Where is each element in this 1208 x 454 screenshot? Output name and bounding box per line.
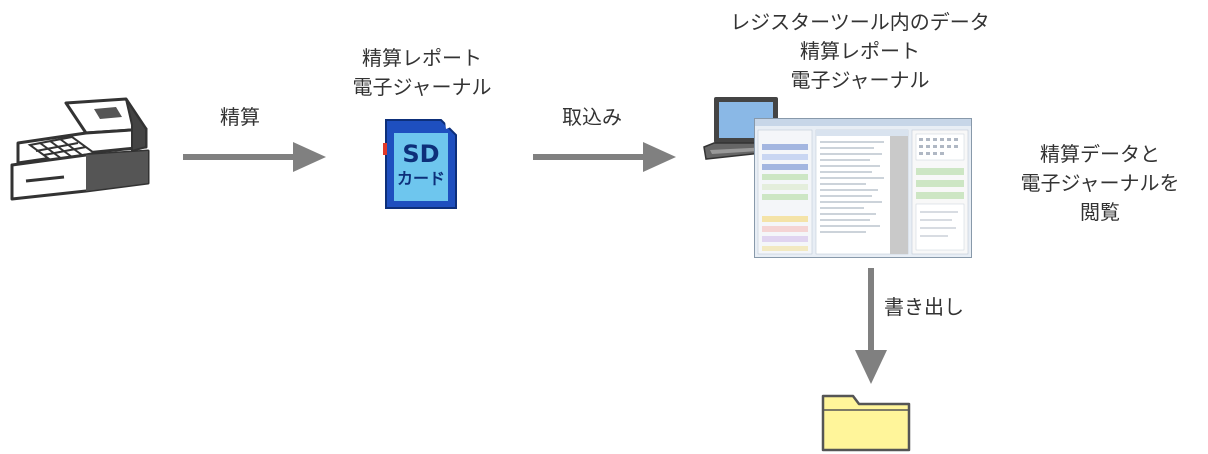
arrow-export <box>851 268 891 386</box>
folder-icon <box>819 392 915 454</box>
export-label: 書き出し <box>884 295 964 319</box>
settle-label: 精算 <box>220 105 260 129</box>
tool-caption-line-3: 電子ジャーナル <box>790 68 930 92</box>
tool-caption-line-1: レジスターツール内のデータ <box>730 10 990 34</box>
view-caption-line-2: 電子ジャーナルを <box>1020 171 1180 195</box>
arrow-import <box>533 140 678 174</box>
tool-caption-line-2: 精算レポート <box>800 39 920 63</box>
sd-caption: 精算レポート 電子ジャーナル <box>332 44 512 102</box>
screenshot-window <box>754 118 972 258</box>
sd-card-text-sd: SD <box>402 140 440 168</box>
sd-card-text-card: カード <box>396 169 445 188</box>
tool-caption: レジスターツール内のデータ 精算レポート 電子ジャーナル <box>690 8 1030 95</box>
view-caption: 精算データと 電子ジャーナルを 閲覧 <box>1000 140 1200 227</box>
sd-caption-line-2: 電子ジャーナル <box>352 75 492 99</box>
view-caption-line-3: 閲覧 <box>1080 200 1120 224</box>
sd-card-icon: SD カード <box>383 117 459 211</box>
view-caption-line-1: 精算データと <box>1040 142 1160 166</box>
cash-register-icon <box>8 95 150 205</box>
arrow-settle <box>183 140 328 174</box>
sd-caption-line-1: 精算レポート <box>362 46 482 70</box>
import-label: 取込み <box>562 105 622 129</box>
